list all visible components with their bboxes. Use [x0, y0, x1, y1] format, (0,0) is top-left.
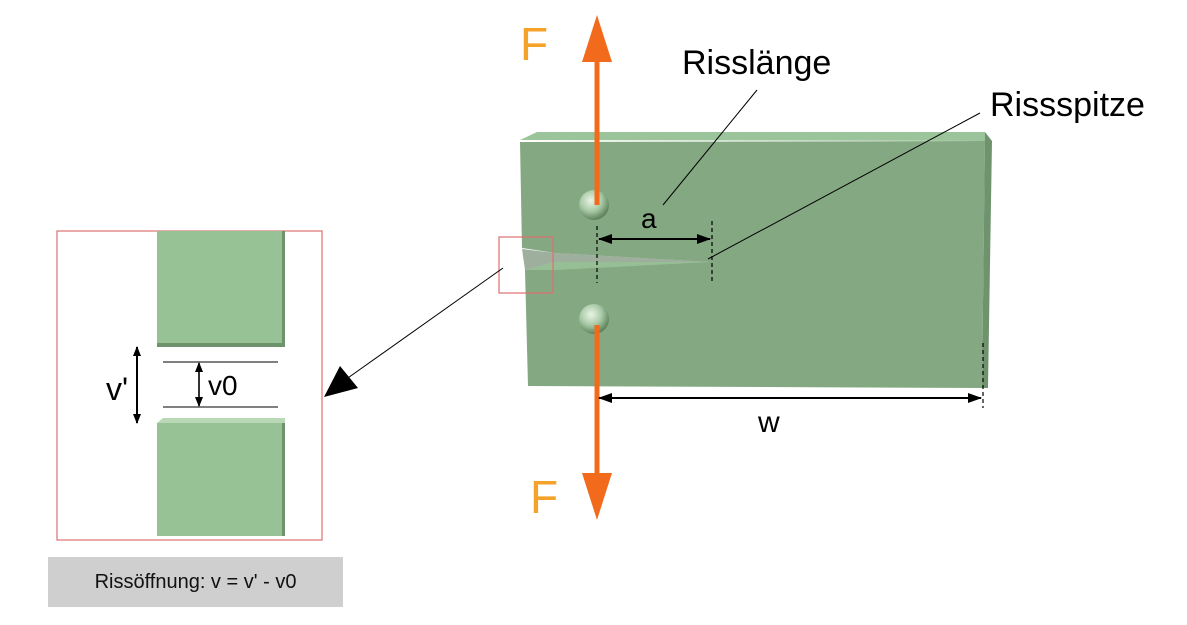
detail-pointer-line: [344, 267, 504, 381]
force-label-bottom: F: [530, 471, 558, 523]
crack-length-leader: [662, 89, 758, 206]
width-symbol: w: [757, 406, 780, 439]
crack-lower-surface: [525, 262, 710, 270]
detail-upper-block: [157, 231, 285, 347]
detail-source-frame: [498, 236, 554, 294]
v-prime-label: v': [106, 371, 128, 407]
crack-opening-formula: Rissöffnung: v = v' - v0: [94, 570, 297, 593]
crack-notch: [522, 249, 710, 270]
force-arrowhead-bottom-icon: [582, 473, 612, 520]
crack-tip-leader: [707, 112, 981, 260]
force-arrowhead-top-icon: [582, 15, 612, 62]
v0-label: v0: [208, 370, 238, 401]
specimen: [520, 132, 992, 388]
load-pin-top-icon: [579, 190, 609, 220]
crack-length-label: Risslänge: [682, 44, 831, 82]
detail-pointer-arrow-icon: [324, 366, 358, 397]
force-label-top: F: [520, 18, 548, 70]
specimen-front-face: [520, 141, 985, 388]
crack-tip-label: Rissspitze: [990, 86, 1145, 124]
crack-opening-caption: Rissöffnung: v = v' - v0: [48, 557, 343, 607]
specimen-side-face: [982, 132, 992, 388]
load-pin-bottom-icon: [579, 304, 609, 334]
detail-lower-block: [157, 418, 285, 536]
specimen-top-face: [520, 132, 990, 141]
crack-length-symbol: a: [641, 203, 657, 234]
